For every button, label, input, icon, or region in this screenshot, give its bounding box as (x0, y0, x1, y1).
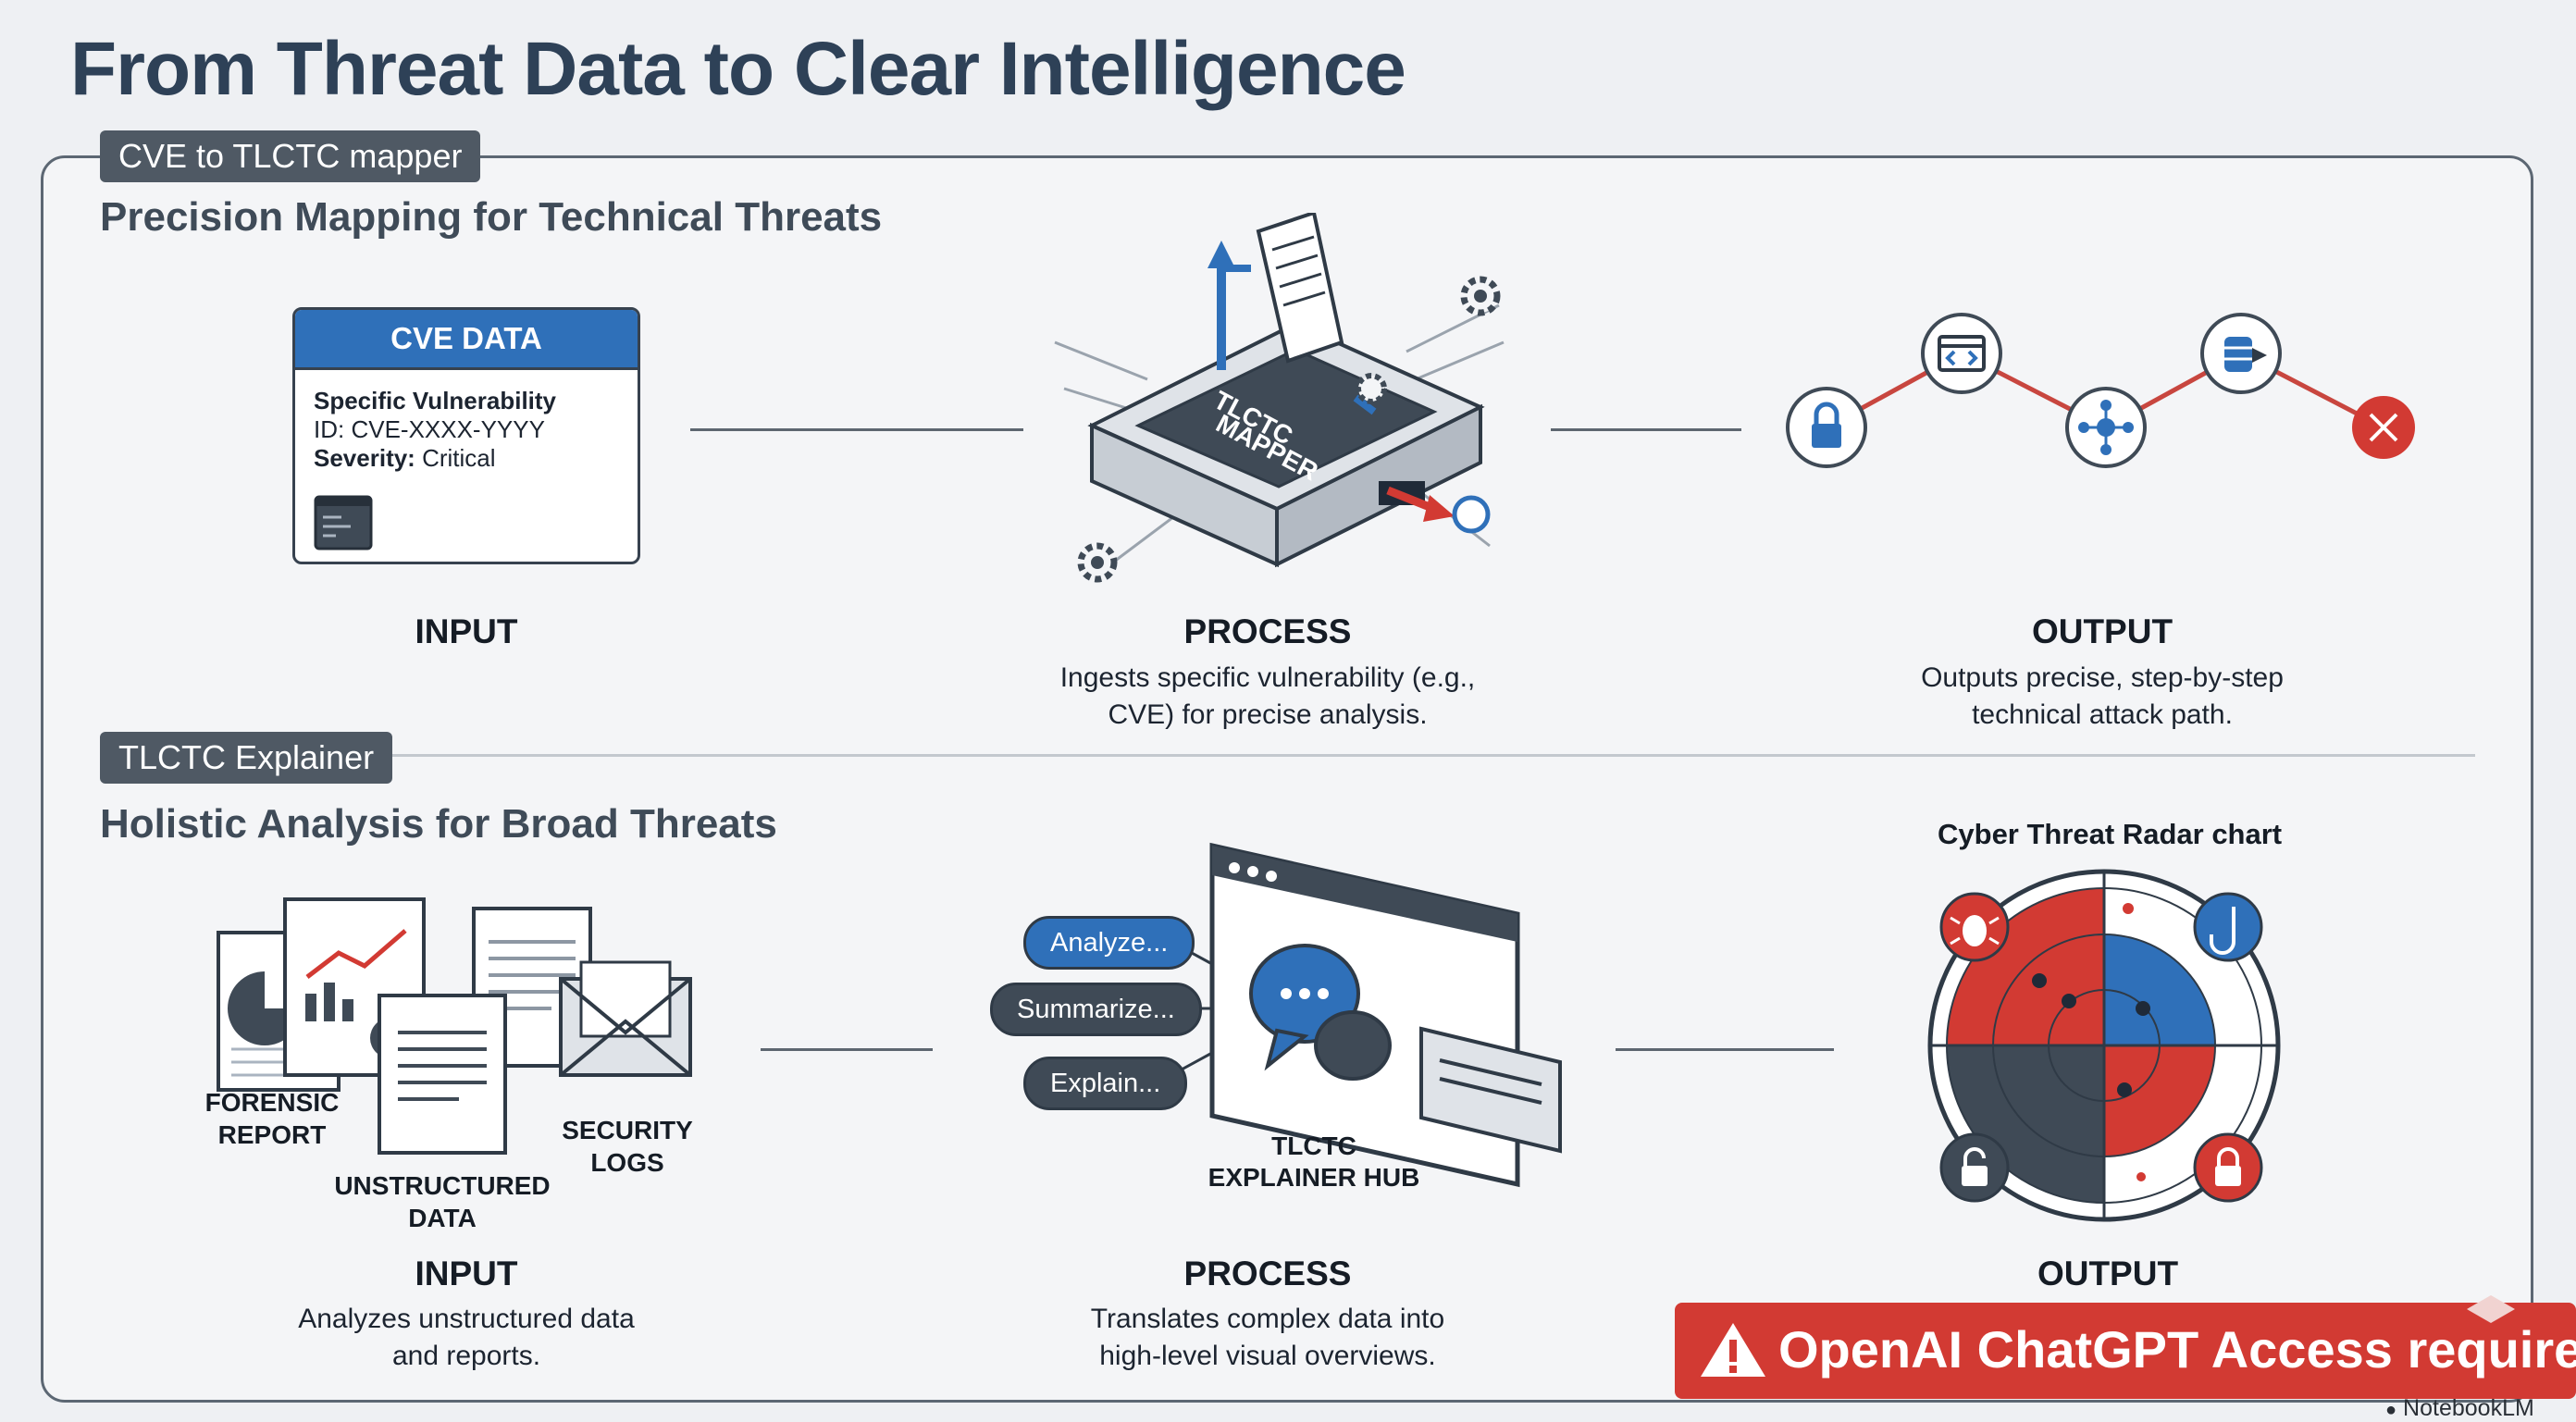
connector-process-output-1 (1551, 428, 1741, 431)
warning-icon (1701, 1323, 1765, 1377)
process-desc-1-line1: Ingests specific vulnerability (e.g., (1059, 662, 1476, 693)
doc-label-security-1: SECURITY (562, 1116, 693, 1144)
stage-process-1: PROCESS (1183, 612, 1352, 650)
cyber-threat-radar (1927, 869, 2281, 1222)
cve-card-line-vulnerability: Specific Vulnerability (314, 387, 557, 414)
unlock-icon (1939, 1132, 2010, 1203)
terminal-icon (314, 495, 373, 550)
doc-label-forensic-2: REPORT (217, 1120, 327, 1149)
doc-label-unstructured-2: DATA (408, 1204, 477, 1232)
database-icon (2200, 313, 2282, 394)
tlctc-mapper-illustration: TLCTC MAPPER (1054, 213, 1505, 583)
input-desc-2-line1: Analyzes unstructured data (298, 1304, 635, 1334)
stage-input-1: INPUT (415, 612, 518, 650)
prompt-analyze-button[interactable]: Analyze... (1023, 916, 1195, 970)
stage-output-1: OUTPUT (2031, 612, 2174, 650)
hub-label-2: EXPLAINER HUB (1208, 1163, 1420, 1192)
chat-icon (1249, 944, 1392, 1081)
network-hub-icon (2065, 387, 2147, 468)
process-desc-2-line1: Translates complex data into (1090, 1304, 1445, 1334)
cve-data-card: CVE DATA Specific Vulnerability ID: CVE-… (292, 307, 640, 564)
unstructured-data-document (378, 994, 507, 1155)
cve-card-line-id: ID: CVE-XXXX-YYYY (314, 415, 545, 443)
gear-icon (1077, 542, 1118, 583)
prompt-explain-button[interactable]: Explain... (1023, 1057, 1188, 1110)
section-tag-explainer: TLCTC Explainer (100, 732, 393, 784)
explainer-hub-illustration (1170, 842, 1562, 1188)
notebooklm-brand-text: NotebookLM (2403, 1395, 2534, 1421)
lock-icon (1786, 387, 1867, 468)
security-logs-envelope (559, 960, 692, 1077)
stage-process-2: PROCESS (1183, 1255, 1352, 1292)
section-divider (102, 754, 2475, 757)
x-icon (2352, 396, 2415, 459)
input-desc-2-line2: and reports. (391, 1341, 541, 1371)
doc-label-unstructured-1: UNSTRUCTURED (334, 1171, 551, 1200)
prompt-summarize-button[interactable]: Summarize... (990, 983, 1202, 1036)
process-desc-1-line2: CVE) for precise analysis. (1108, 699, 1428, 730)
gear-icon (1356, 373, 1387, 404)
section-subtitle-explainer: Holistic Analysis for Broad Threats (100, 801, 777, 847)
lock-icon (2193, 1132, 2263, 1203)
sparkle-icon (2467, 1295, 2515, 1323)
section-tag-mapper: CVE to TLCTC mapper (100, 130, 481, 182)
connector-process-output-2 (1616, 1048, 1834, 1051)
output-desc-1-line1: Outputs precise, step-by-step (1921, 662, 2284, 693)
gear-icon (1460, 276, 1501, 316)
doc-label-security-2: LOGS (590, 1148, 664, 1177)
hub-label-1: TLCTC (1271, 1131, 1356, 1160)
output-desc-1-line2: technical attack path. (1972, 699, 2233, 730)
cve-card-severity-label: Severity: (314, 444, 415, 472)
documents-stack-illustration (217, 897, 692, 1155)
radar-chart-title: Cyber Threat Radar chart (1938, 818, 2283, 850)
hook-icon (2193, 892, 2263, 962)
bug-icon (1939, 892, 2010, 962)
page-title: From Threat Data to Clear Intelligence (70, 27, 1406, 111)
code-window-icon (1921, 313, 2002, 394)
stage-output-2: OUTPUT (2037, 1255, 2179, 1292)
cve-card-severity-value: Critical (422, 444, 496, 472)
stage-input-2: INPUT (415, 1255, 518, 1292)
section-subtitle-mapper: Precision Mapping for Technical Threats (100, 194, 883, 240)
cve-card-header: CVE DATA (295, 310, 638, 370)
access-required-text: OpenAI ChatGPT Access required (1778, 1320, 2576, 1379)
access-required-banner[interactable]: OpenAI ChatGPT Access required (1675, 1303, 2576, 1399)
notebooklm-brand: ● NotebookLM (2385, 1395, 2534, 1422)
connector-input-process-2 (761, 1048, 933, 1051)
doc-label-forensic-1: FORENSIC (204, 1088, 340, 1117)
connector-input-process-1 (690, 428, 1023, 431)
notebooklm-logo-icon: ● (2385, 1400, 2397, 1420)
attack-path-diagram (1786, 313, 2415, 468)
process-desc-2-line2: high-level visual overviews. (1099, 1341, 1436, 1371)
